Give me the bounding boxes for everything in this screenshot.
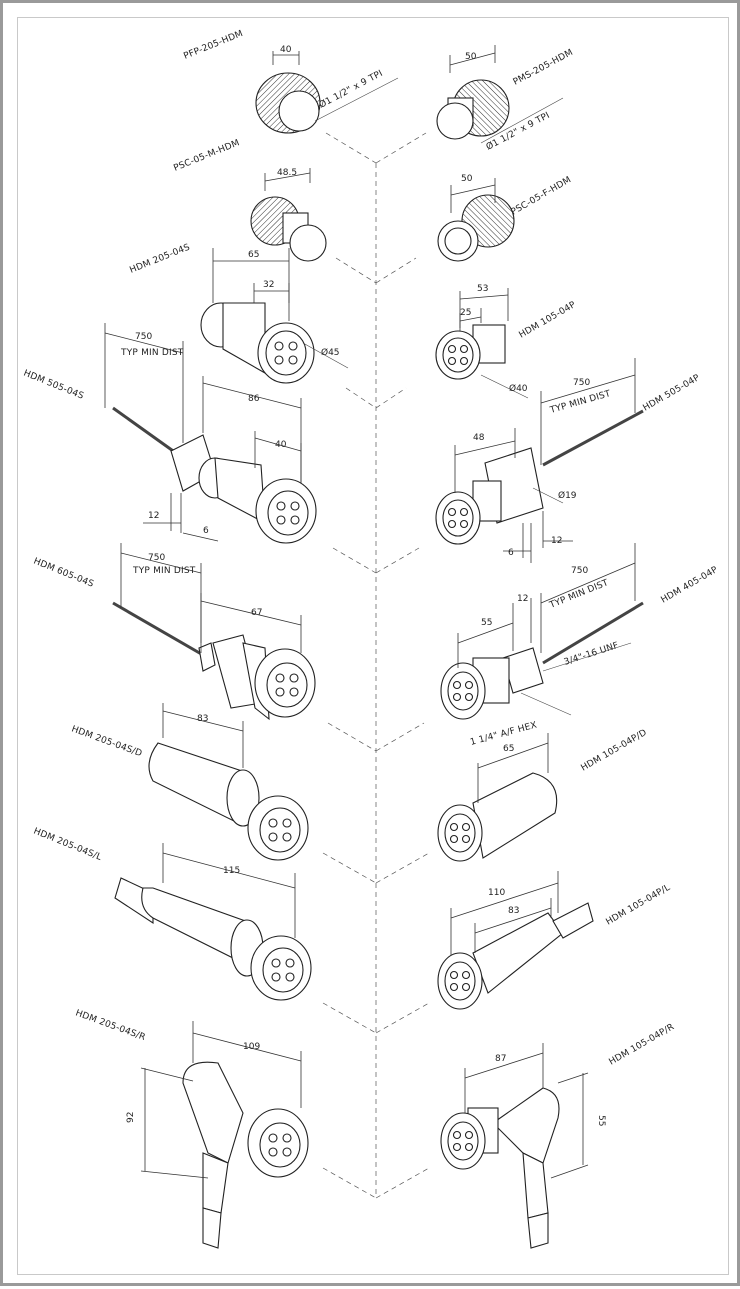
part-psc-05-m-hdm: 48.5 PSC-05-M-HDM [172, 138, 327, 262]
hdm205s-dia: Ø45 [321, 347, 340, 358]
part-pms-205-hdm: 50 PMS-205-HDM Ø1 1/2" x 9 TPI [436, 45, 575, 153]
hdm505p-dim-d: 12 [551, 536, 562, 546]
hdm405p-dim-b: 12 [517, 594, 528, 604]
hdm605s-len-note: TYP MIN DIST [132, 566, 196, 576]
iso-separator-lines [322, 132, 430, 1199]
hdm405p-dim-a: 55 [481, 618, 492, 628]
pscf-code-label: PSC-05-F-HDM [510, 175, 574, 217]
pscm-code-label: PSC-05-M-HDM [172, 138, 241, 174]
hdm205sd-code-label: HDM 205-04S/D [70, 724, 143, 759]
drawing-border [17, 17, 729, 1275]
part-hdm-205-04s-r: 109 92 HDM 205-04S/R [74, 1008, 309, 1249]
hdm505p-len-note: TYP MIN DIST [548, 389, 612, 416]
hdm405p-len-note: TYP MIN DIST [547, 578, 610, 611]
pms-code-label: PMS-205-HDM [512, 48, 575, 88]
hdm505p-dim-a: 48 [473, 433, 485, 443]
hdm105pl-code-label: HDM 105-04P/L [605, 883, 673, 928]
hdm205sr-dim-h: 92 [126, 1112, 136, 1123]
connector-diagram: 40 PFP-205-HDM Ø1 1/2" x 9 TPI 50 PMS-20… [22, 29, 721, 1249]
hdm505s-dim-b: 40 [275, 440, 287, 450]
hdm105p-dim-a: 53 [477, 284, 488, 294]
hdm205s-dim-b: 32 [263, 280, 274, 290]
hdm405p-code-label: HDM 405-04P [660, 565, 721, 606]
hdm505s-dim-c: 12 [148, 511, 159, 521]
part-psc-05-f-hdm: 50 PSC-05-F-HDM [437, 174, 574, 262]
hdm505p-code-label: HDM 505-04P [642, 373, 703, 414]
hdm105pr-code-label: HDM 105-04P/R [608, 1022, 677, 1067]
hdm205sr-dim-a: 109 [243, 1042, 260, 1052]
pfp-dim-label: 40 [280, 45, 292, 55]
hdm505p-len: 750 [573, 378, 590, 388]
hdm505s-dim-d: 6 [203, 526, 209, 536]
part-hdm-205-04s: 65 32 Ø45 HDM 205-04S [128, 242, 349, 384]
hdm205sl-code-label: HDM 205-04S/L [32, 827, 103, 863]
pscf-dim-label: 50 [461, 174, 473, 184]
hdm205sd-dim-a: 83 [197, 714, 208, 724]
hdm605s-code-label: HDM 605-04S [32, 557, 95, 590]
hdm505s-len-note: TYP MIN DIST [120, 348, 184, 358]
pfp-code-label: PFP-205-HDM [182, 29, 244, 62]
part-hdm-505-04p: 750 TYP MIN DIST 48 Ø19 6 12 HDM 505-04P [435, 358, 703, 563]
hdm105p-dia: Ø40 [509, 383, 528, 394]
hdm505s-code-label: HDM 505-04S [22, 369, 85, 402]
part-hdm-405-04p: 750 TYP MIN DIST 55 12 3/4"-16 UNF 1 1/4… [440, 543, 721, 748]
part-hdm-105-04p-r: 87 55 HDM 105-04P/R [440, 1022, 677, 1249]
part-hdm-605-04s: 750 TYP MIN DIST 67 HDM 605-04S [32, 543, 316, 721]
hdm605s-dim-a: 67 [251, 608, 262, 618]
hdm205s-code-label: HDM 205-04S [128, 242, 191, 275]
hdm105pl-dim-b: 83 [508, 906, 519, 916]
hdm505p-dia: Ø19 [558, 490, 577, 501]
part-hdm-205-04s-d: 83 HDM 205-04S/D [70, 703, 309, 861]
part-pfp-205-hdm: 40 PFP-205-HDM Ø1 1/2" x 9 TPI [182, 29, 399, 134]
part-hdm-105-04p-l: 110 83 HDM 105-04P/L [437, 871, 673, 1010]
hdm205s-dim-a: 65 [248, 250, 259, 260]
hdm105p-dim-b: 25 [460, 308, 471, 318]
hdm105pd-code-label: HDM 105-04P/D [580, 728, 649, 774]
hdm505s-len: 750 [135, 332, 152, 342]
part-hdm-205-04s-l: 115 HDM 205-04S/L [32, 827, 312, 1001]
hdm105p-code-label: HDM 105-04P [518, 300, 579, 341]
hdm205sl-dim-a: 115 [223, 866, 240, 876]
hdm505p-dim-c: 6 [508, 548, 514, 558]
hdm105pl-dim-a: 110 [488, 888, 505, 898]
pfp-thread-label: Ø1 1/2" x 9 TPI [317, 68, 384, 111]
pscm-dim-label: 48.5 [277, 168, 297, 178]
hdm405p-len: 750 [571, 566, 588, 576]
hdm105pd-dim-a: 65 [503, 744, 514, 754]
hdm505s-dim-a: 86 [248, 394, 260, 404]
part-hdm-105-04p-d: 65 HDM 105-04P/D [437, 728, 649, 862]
pms-dim-label: 50 [465, 52, 477, 62]
hdm205sr-code-label: HDM 205-04S/R [74, 1008, 147, 1043]
hdm105pr-dim-a: 87 [495, 1054, 506, 1064]
part-hdm-105-04p: 53 25 Ø40 HDM 105-04P [435, 284, 579, 399]
hdm605s-len: 750 [148, 553, 165, 563]
hdm105pr-dim-h: 55 [596, 1115, 606, 1126]
